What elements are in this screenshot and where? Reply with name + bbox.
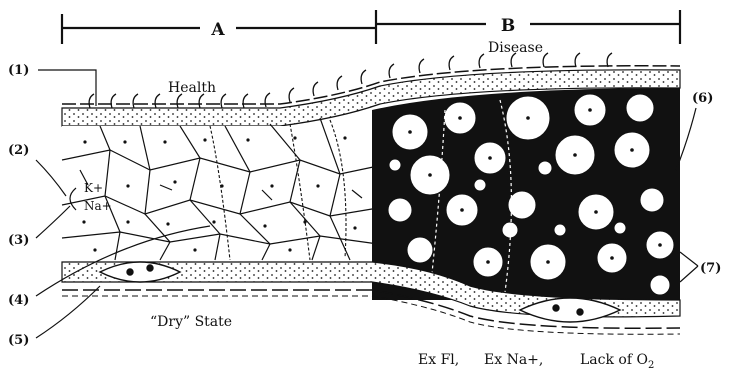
- footer-lack-o2: Lack of O2: [580, 352, 654, 371]
- callout-6: (6): [692, 91, 713, 106]
- dry-state-label: “Dry” State: [150, 314, 232, 330]
- callout-3: (3): [8, 233, 29, 248]
- callout-1: (1): [8, 63, 29, 78]
- section-bar: [62, 10, 680, 44]
- healthy-cells: [62, 118, 378, 260]
- health-label: Health: [168, 80, 216, 96]
- callout-4: (4): [8, 293, 29, 308]
- callout-5: (5): [8, 333, 29, 348]
- footer-ex-fl: Ex Fl,: [418, 352, 459, 368]
- diseased-tissue: [372, 88, 680, 300]
- callout-2: (2): [8, 143, 29, 158]
- footer-ex-na: Ex Na+,: [484, 352, 543, 368]
- callout-7: (7): [700, 261, 721, 276]
- disease-label: Disease: [488, 40, 543, 56]
- ion-k-label: K+: [84, 181, 103, 195]
- ion-na-label: Na+: [84, 199, 112, 213]
- section-b-label: B: [501, 16, 515, 36]
- section-a-label: A: [210, 20, 225, 40]
